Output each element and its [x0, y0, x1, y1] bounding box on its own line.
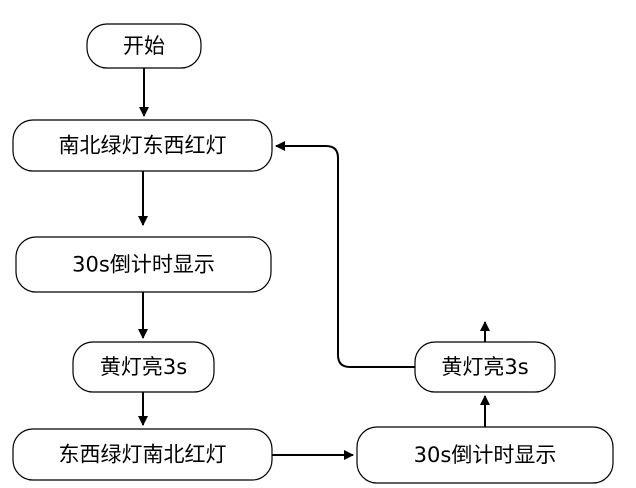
node-yellow-2-label: 黄灯亮3s: [441, 355, 528, 379]
node-ns-green-ew-red-label: 南北绿灯东西红灯: [59, 134, 227, 158]
node-countdown-2-label: 30s倒计时显示: [414, 443, 557, 467]
node-yellow-2: 黄灯亮3s: [414, 341, 556, 393]
node-start-label: 开始: [123, 34, 165, 58]
node-countdown-1: 30s倒计时显示: [15, 236, 272, 293]
node-ew-green-ns-red: 东西绿灯南北红灯: [12, 428, 273, 481]
node-ew-green-ns-red-label: 东西绿灯南北红灯: [59, 443, 227, 467]
node-yellow-1-label: 黄灯亮3s: [100, 355, 187, 379]
node-countdown-1-label: 30s倒计时显示: [72, 253, 215, 277]
node-countdown-2: 30s倒计时显示: [356, 426, 614, 484]
node-ns-green-ew-red: 南北绿灯东西红灯: [12, 119, 273, 172]
node-yellow-1: 黄灯亮3s: [72, 341, 215, 393]
node-start: 开始: [86, 23, 202, 69]
edge-yellow-2-to-ns-green: [275, 141, 415, 368]
